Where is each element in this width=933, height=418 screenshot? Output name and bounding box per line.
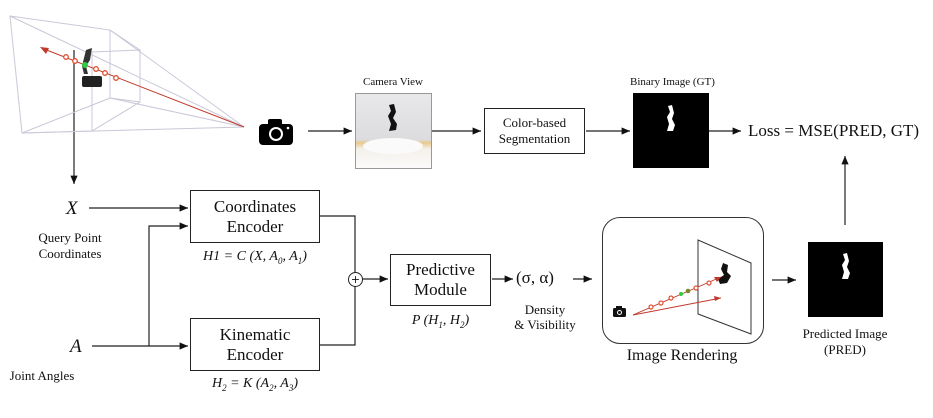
- ray-arrowhead: [40, 47, 49, 54]
- output-label-line1: Density: [524, 302, 566, 317]
- image-rendering-panel: [602, 217, 764, 344]
- joint-label: Joint Angles: [9, 368, 75, 383]
- image-rendering-label: Image Rendering: [626, 347, 738, 364]
- segmentation-line2: Segmentation: [498, 131, 571, 146]
- camera-view-label: Camera View: [363, 76, 423, 88]
- pred-silhouette: [842, 253, 850, 279]
- predicted-label-line1: Predicted Image: [802, 326, 888, 341]
- sum-node: +: [348, 272, 363, 287]
- joint-symbol: A: [70, 336, 82, 357]
- predicted-image: [808, 242, 883, 317]
- query-label-line1: Query Point: [38, 230, 102, 245]
- arrow-a-to-coord: [148, 222, 188, 346]
- binary-gt-label: Binary Image (GT): [630, 76, 715, 88]
- hit-point: [82, 62, 88, 68]
- rendering-illustration: [613, 239, 752, 335]
- sample-points: [63, 54, 119, 81]
- color-segmentation-box: Color-based Segmentation: [484, 108, 585, 154]
- predictive-formula: P (H1, H2): [411, 313, 470, 330]
- predictive-line2: Module: [414, 280, 467, 299]
- coord-encoder-formula: H1 = C (X, A0, A1): [203, 249, 307, 266]
- robot-arm-photo: [363, 104, 423, 154]
- predictive-module-box: Predictive Module: [390, 254, 491, 306]
- coordinates-encoder-box: Coordinates Encoder: [190, 190, 320, 243]
- line-kin-to-sum: [320, 286, 356, 346]
- loss-formula: Loss = MSE(PRED, GT): [748, 121, 920, 140]
- kin-encoder-line2: Encoder: [226, 344, 284, 364]
- camera-view-image: [355, 93, 432, 169]
- frustum-illustration: [9, 15, 245, 134]
- rendering-camera-icon: [613, 306, 626, 317]
- kinematic-encoder-box: Kinematic Encoder: [190, 318, 320, 371]
- coord-encoder-line1: Coordinates: [213, 196, 297, 216]
- output-label-line2: & Visibility: [514, 317, 576, 332]
- camera-icon: [259, 119, 293, 145]
- predictive-line1: Predictive: [406, 260, 475, 279]
- query-label-line2: Coordinates: [38, 246, 102, 261]
- binary-gt-image: [633, 93, 709, 168]
- segmentation-line1: Color-based: [502, 115, 567, 130]
- output-symbol: (σ, α): [516, 268, 554, 287]
- query-symbol: X: [66, 198, 78, 219]
- kin-encoder-line1: Kinematic: [219, 324, 291, 344]
- predicted-label-line2: (PRED): [824, 342, 866, 357]
- kin-encoder-formula: H2 = K (A2, A3): [211, 376, 299, 393]
- coord-encoder-line2: Encoder: [226, 216, 284, 236]
- gt-silhouette: [667, 105, 675, 131]
- line-coord-to-sum: [320, 215, 356, 272]
